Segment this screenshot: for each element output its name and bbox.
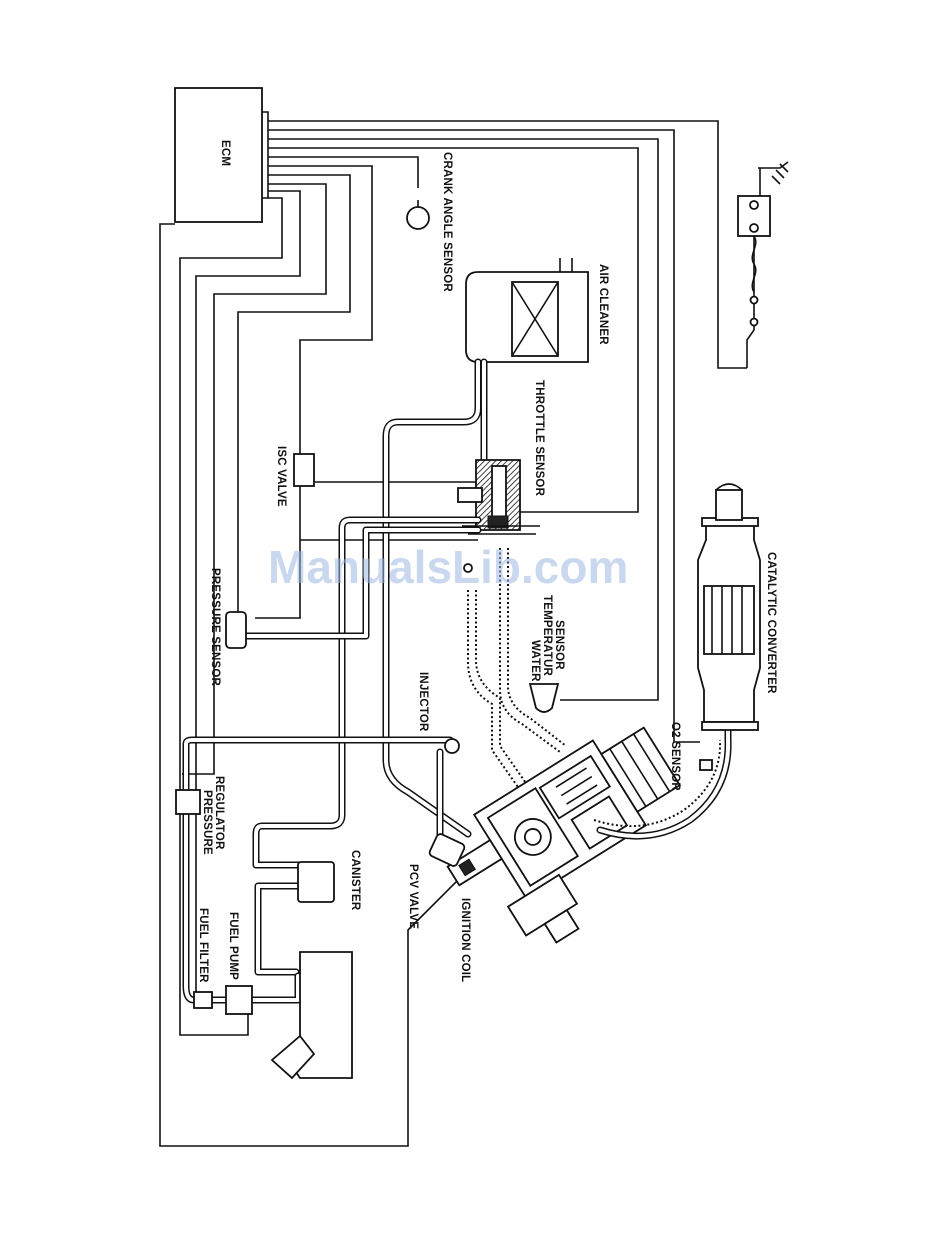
label-ignition-coil: IGNITION COIL <box>459 898 471 982</box>
isc-valve-icon <box>294 454 314 486</box>
label-pressure-regulator-line-1: PRESSURE <box>201 790 213 855</box>
label-injector: INJECTOR <box>417 672 429 732</box>
label-pressure-sensor: PRESSURE SENSOR <box>209 568 221 687</box>
watermark-text: ManualsLib.com <box>268 541 628 593</box>
wiring-harness <box>160 112 788 1146</box>
injector-icon <box>445 739 459 753</box>
label-canister: CANISTER <box>349 850 361 911</box>
label-pressure-regulator-line-2: REGULATOR <box>213 776 225 850</box>
pressure-regulator-icon <box>176 790 200 814</box>
label-o2-sensor: O2 SENSOR <box>669 722 681 791</box>
fuel-filter-icon <box>194 992 212 1008</box>
label-catalytic-converter: CATALYTIC CONVERTER <box>765 552 777 694</box>
label-fuel-pump: FUEL PUMP <box>227 912 239 980</box>
ecm-box <box>175 88 262 222</box>
canister-icon <box>298 862 334 902</box>
water-temperature-sensor-icon <box>530 684 558 712</box>
pressure-sensor-icon <box>226 612 246 648</box>
label-water-temperature-line-1: WATER <box>529 640 541 682</box>
label-isc-valve: ISC VALVE <box>275 446 287 507</box>
label-ecm: ECM <box>219 140 231 166</box>
crank-angle-sensor-icon <box>407 207 429 229</box>
fuel-pump-icon <box>226 986 252 1014</box>
label-air-cleaner: AIR CLEANER <box>597 264 609 345</box>
label-crank-angle-sensor: CRANK ANGLE SENSOR <box>441 152 453 292</box>
o2-sensor-icon <box>700 760 712 770</box>
label-water-temperature-line-2: TEMPERATUR <box>541 595 553 677</box>
label-pcv-valve: PCV VALVE <box>407 864 419 929</box>
label-throttle-sensor: THROTTLE SENSOR <box>533 380 545 497</box>
label-water-temperature-line-3: SENSOR <box>553 620 565 670</box>
label-fuel-filter: FUEL FILTER <box>197 908 209 983</box>
